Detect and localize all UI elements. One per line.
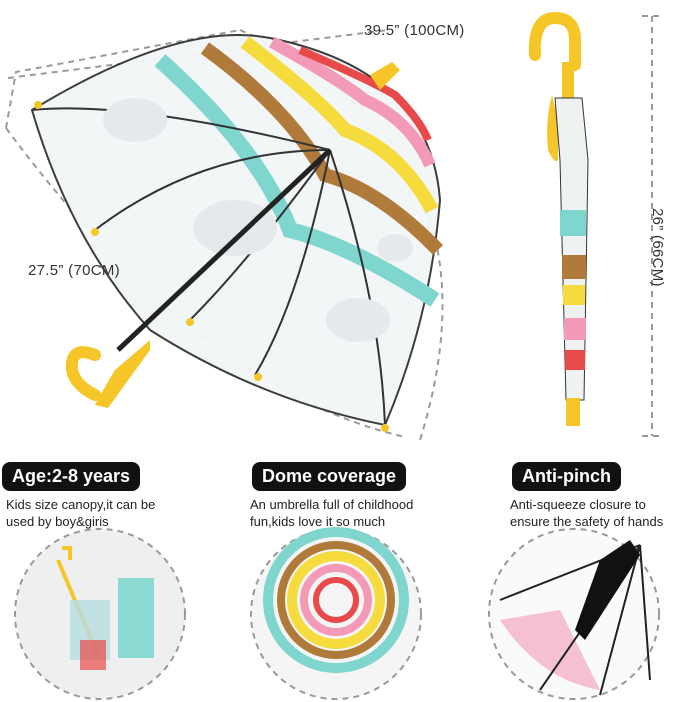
desc-line: Kids size canopy,it can be bbox=[6, 497, 156, 512]
feature-title-age: Age:2-8 years bbox=[2, 462, 141, 491]
width-label: 39.5” (100CM) bbox=[364, 22, 465, 39]
closed-umbrella bbox=[528, 11, 589, 426]
feature-desc-anti-pinch: Anti-squeeze closure to ensure the safet… bbox=[510, 496, 679, 530]
feature-title-dome: Dome coverage bbox=[252, 462, 407, 491]
feature-desc-age: Kids size canopy,it can be used by boy&g… bbox=[6, 496, 226, 530]
radius-label: 27.5” (70CM) bbox=[28, 262, 120, 279]
desc-line: Anti-squeeze closure to bbox=[510, 497, 646, 512]
length-label: 26” (66CM) bbox=[649, 208, 666, 287]
desc-line: ensure the safety of hands bbox=[510, 514, 664, 529]
feature-desc-dome: An umbrella full of childhood fun,kids l… bbox=[250, 496, 480, 530]
feature-photos bbox=[14, 527, 660, 700]
open-umbrella bbox=[30, 34, 444, 432]
desc-line: used by boy&giris bbox=[6, 514, 109, 529]
desc-line: fun,kids love it so much bbox=[250, 514, 386, 529]
desc-line: An umbrella full of childhood bbox=[250, 497, 414, 512]
feature-title-anti-pinch: Anti-pinch bbox=[512, 462, 621, 491]
